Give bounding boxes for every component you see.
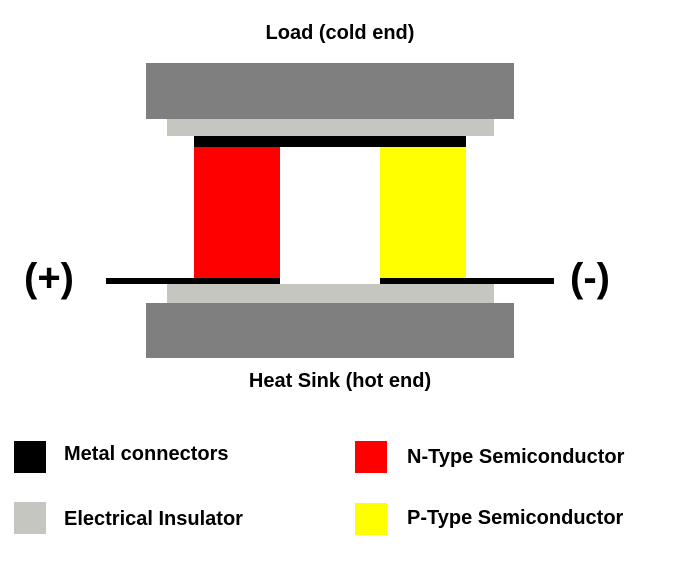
bottom-plate (146, 303, 514, 358)
negative-terminal-label: (-) (570, 256, 610, 300)
legend-swatch-insulator (14, 502, 46, 534)
n-type-leg (194, 147, 280, 278)
positive-terminal-label: (+) (24, 256, 74, 300)
top-plate (146, 63, 514, 119)
legend-label-n-type: N-Type Semiconductor (407, 446, 625, 468)
positive-wire (106, 278, 280, 284)
legend-label-insulator: Electrical Insulator (64, 508, 243, 530)
legend-label-p-type: P-Type Semiconductor (407, 507, 624, 529)
legend-swatch-metal (14, 441, 46, 473)
negative-wire (380, 278, 554, 284)
heat-sink-hot-end-label: Heat Sink (hot end) (248, 370, 432, 392)
top-insulator (167, 119, 494, 136)
p-type-leg (380, 147, 466, 278)
legend-swatch-p-type (355, 503, 387, 535)
legend-label-metal: Metal connectors (64, 443, 229, 465)
top-metal-connector (194, 136, 466, 147)
load-cold-end-label: Load (cold end) (265, 22, 415, 44)
legend-swatch-n-type (355, 441, 387, 473)
bottom-insulator (167, 284, 494, 303)
